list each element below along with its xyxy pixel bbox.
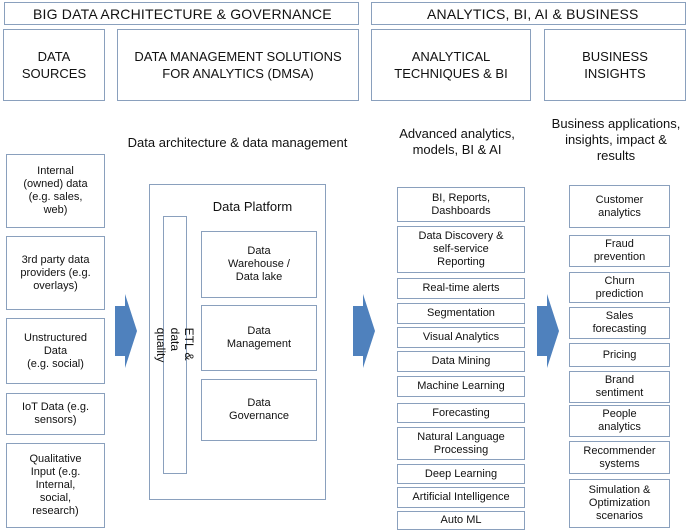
technique-visual-analytics: Visual Analytics — [397, 327, 525, 348]
insight-simulation-optimization: Simulation & Optimization scenarios — [569, 479, 670, 528]
insight-people-analytics: People analytics — [569, 405, 670, 437]
arrow-techniques-to-insights — [537, 294, 559, 368]
technique-forecasting: Forecasting — [397, 403, 525, 423]
insight-customer-analytics: Customer analytics — [569, 185, 670, 228]
arrow-sources-to-platform — [115, 294, 137, 368]
technique-bi-reports: BI, Reports, Dashboards — [397, 187, 525, 222]
column-insights: BUSINESS INSIGHTS — [544, 29, 686, 101]
header-architecture: BIG DATA ARCHITECTURE & GOVERNANCE — [4, 2, 359, 25]
source-third-party: 3rd party data providers (e.g. overlays) — [6, 236, 105, 310]
data-platform-title: Data Platform — [212, 199, 293, 214]
technique-real-time-alerts: Real-time alerts — [397, 278, 525, 299]
insight-recommender-systems: Recommender systems — [569, 441, 670, 474]
source-iot: IoT Data (e.g. sensors) — [6, 393, 105, 435]
technique-deep-learning: Deep Learning — [397, 464, 525, 484]
column-data-sources: DATA SOURCES — [3, 29, 105, 101]
label-advanced-analytics: Advanced analytics, models, BI & AI — [399, 126, 515, 157]
insight-churn-prediction: Churn prediction — [569, 272, 670, 303]
label-business-applications: Business applications, insights, impact … — [551, 116, 681, 163]
technique-data-discovery: Data Discovery & self-service Reporting — [397, 226, 525, 273]
header-analytics: ANALYTICS, BI, AI & BUSINESS — [371, 2, 686, 25]
label-architecture: Data architecture & data management — [127, 135, 348, 150]
etl-data-quality: ETL & data quality — [154, 216, 196, 474]
technique-data-mining: Data Mining — [397, 351, 525, 372]
technique-artificial-intelligence: Artificial Intelligence — [397, 487, 525, 508]
column-techniques: ANALYTICAL TECHNIQUES & BI — [371, 29, 531, 101]
insight-pricing: Pricing — [569, 343, 670, 367]
insight-brand-sentiment: Brand sentiment — [569, 371, 670, 403]
arrow-platform-to-techniques — [353, 294, 375, 368]
platform-data-governance: Data Governance — [201, 379, 317, 441]
source-internal: Internal (owned) data (e.g. sales, web) — [6, 154, 105, 228]
insight-sales-forecasting: Sales forecasting — [569, 307, 670, 339]
technique-nlp: Natural Language Processing — [397, 427, 525, 460]
technique-machine-learning: Machine Learning — [397, 376, 525, 397]
column-dmsa: DATA MANAGEMENT SOLUTIONS FOR ANALYTICS … — [117, 29, 359, 101]
etl-label: ETL & data quality — [154, 327, 196, 363]
insight-fraud-prevention: Fraud prevention — [569, 235, 670, 267]
platform-data-management: Data Management — [201, 305, 317, 371]
source-qualitative: Qualitative Input (e.g. Internal, social… — [6, 443, 105, 528]
technique-segmentation: Segmentation — [397, 303, 525, 324]
technique-auto-ml: Auto ML — [397, 511, 525, 530]
source-unstructured: Unstructured Data (e.g. social) — [6, 318, 105, 384]
platform-data-warehouse: Data Warehouse / Data lake — [201, 231, 317, 298]
